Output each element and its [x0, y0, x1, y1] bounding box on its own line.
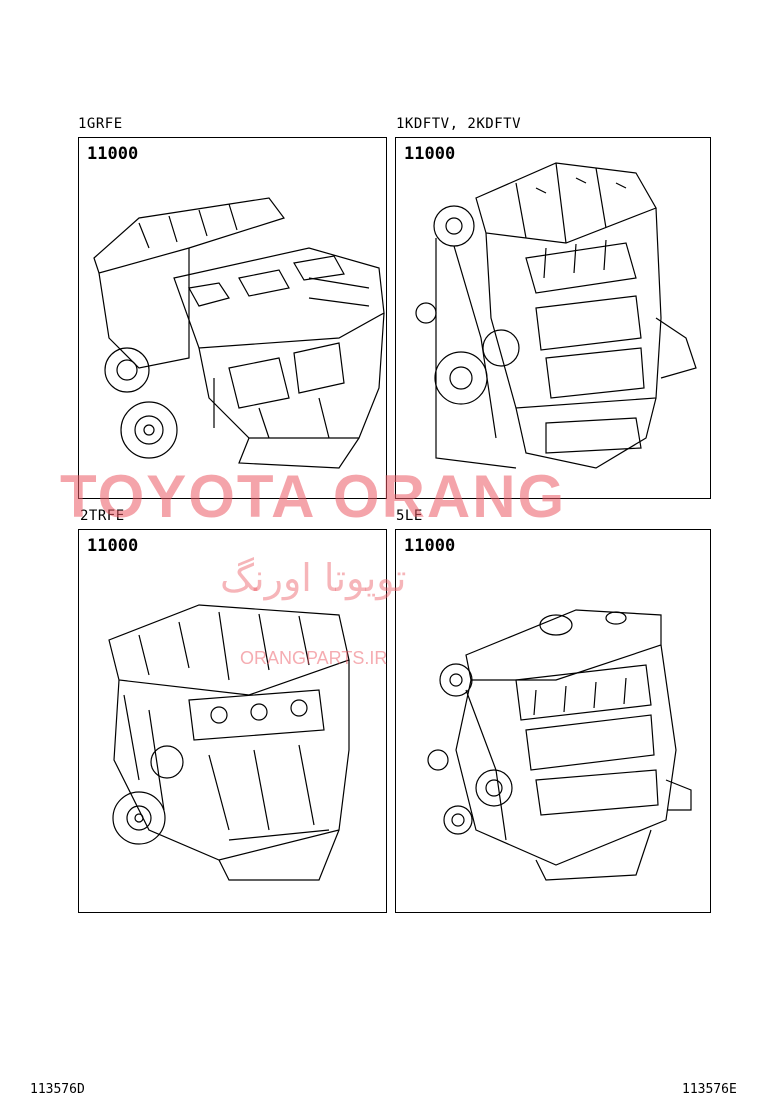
part-number[interactable]: 11000: [404, 536, 456, 556]
engine-label-1grfe: 1GRFE: [78, 116, 123, 132]
panel-1kdftv[interactable]: 11000: [395, 137, 711, 499]
footer-right-code: 113576E: [682, 1082, 737, 1097]
panel-1grfe[interactable]: 11000: [78, 137, 387, 499]
footer-left-code: 113576D: [30, 1082, 85, 1097]
engine-label-2trfe: 2TRFE: [80, 508, 125, 524]
watermark-persian: تویوتا اورنگ: [220, 556, 407, 600]
part-number[interactable]: 11000: [87, 536, 139, 556]
panel-5le[interactable]: 11000: [395, 529, 711, 913]
watermark-site: ORANGPARTS.IR: [240, 648, 388, 668]
engine-label-5le: 5LE: [396, 508, 423, 524]
engine-label-1kdftv: 1KDFTV, 2KDFTV: [396, 116, 522, 132]
diesel-5le-engine-assembly-icon: [427, 609, 692, 881]
panel-2trfe[interactable]: 11000: [78, 529, 387, 913]
v6-engine-assembly-icon: [93, 197, 385, 469]
inline4-engine-assembly-icon: [108, 604, 350, 881]
part-number[interactable]: 11000: [87, 144, 139, 164]
watermark-main: TOYOTA ORANG: [60, 463, 567, 530]
part-number[interactable]: 11000: [404, 144, 456, 164]
diesel-engine-assembly-icon: [415, 162, 697, 469]
